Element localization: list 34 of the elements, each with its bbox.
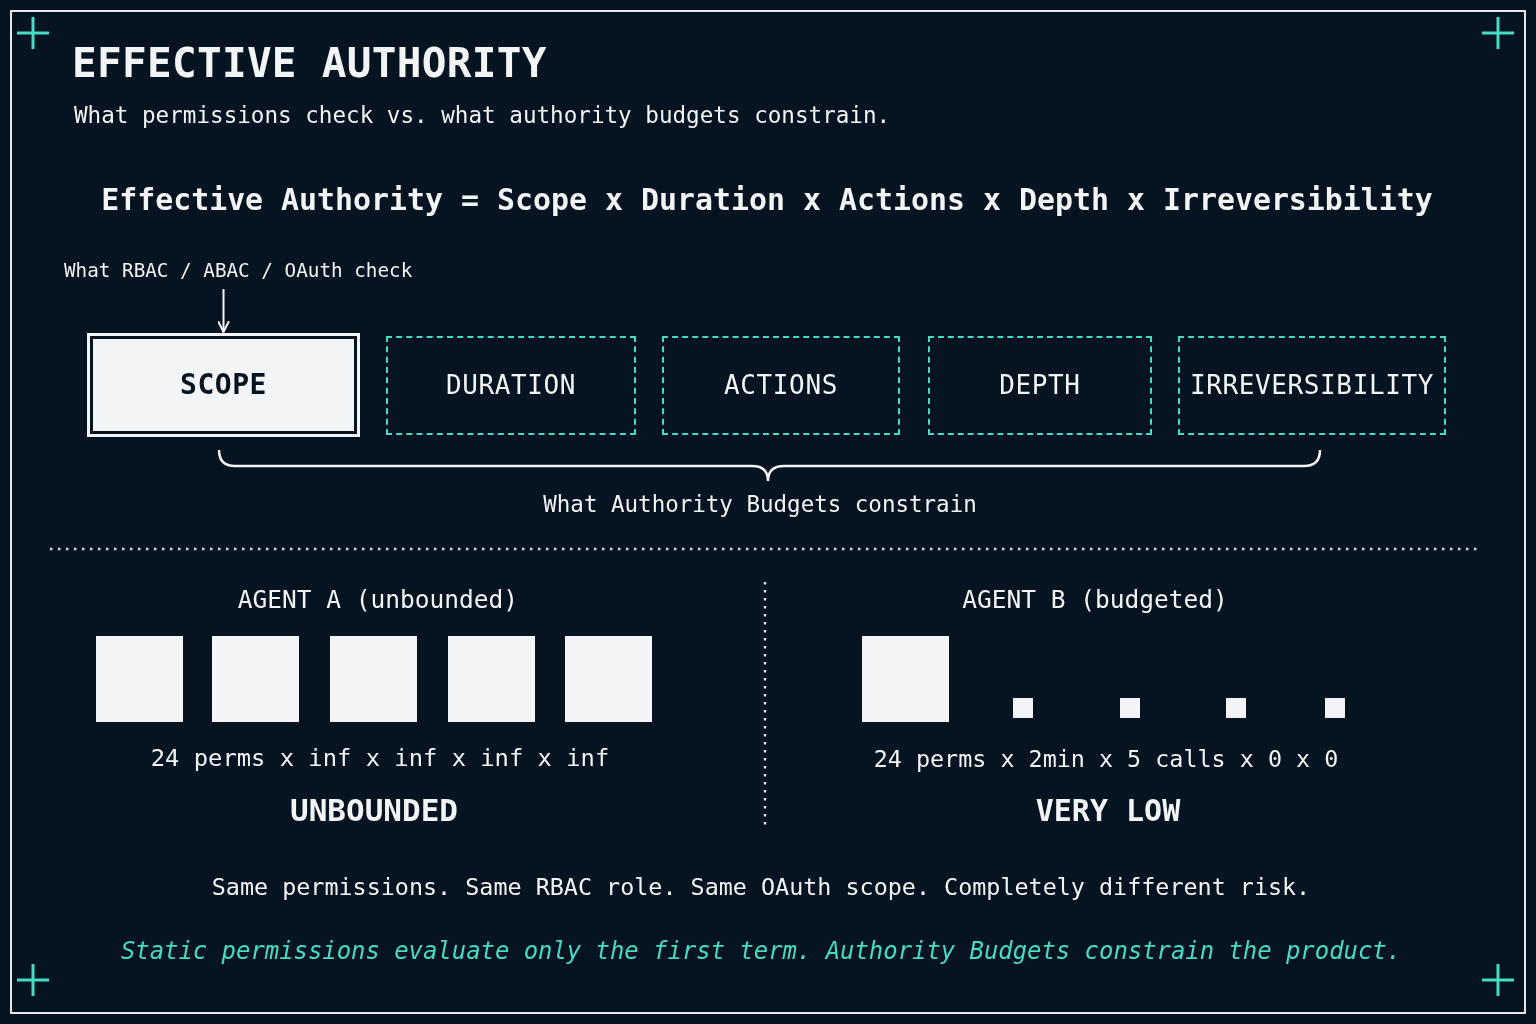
dashed-term-box bbox=[386, 336, 636, 435]
arrow bbox=[217, 288, 230, 333]
conclusion-text: Static permissions evaluate only the first term. Authority Budgets constrain the product. bbox=[120, 938, 1402, 966]
annotation-text: What RBAC / ABAC / OAuth check bbox=[64, 259, 413, 283]
highlighted-term-box bbox=[87, 333, 360, 437]
result-text: UNBOUNDED bbox=[290, 793, 458, 829]
subtitle: What permissions check vs. what authority budgets constrain. bbox=[74, 103, 891, 129]
dashed-term-box bbox=[662, 336, 900, 435]
title: EFFECTIVE AUTHORITY bbox=[72, 40, 547, 88]
calculation-text: 24 perms x 2min x 5 calls x 0 x 0 bbox=[873, 745, 1339, 773]
square-block bbox=[448, 636, 535, 722]
column-heading: AGENT B (budgeted) bbox=[962, 585, 1228, 615]
dashed-term-box bbox=[928, 336, 1152, 435]
square-block bbox=[1120, 698, 1140, 718]
term-label: DEPTH bbox=[999, 370, 1081, 401]
calculation-text: 24 perms x inf x inf x inf x inf bbox=[150, 745, 610, 773]
dashed-term-box bbox=[1178, 336, 1446, 435]
square-block bbox=[862, 636, 949, 722]
square-block bbox=[212, 636, 299, 722]
brace-caption: What Authority Budgets constrain bbox=[543, 492, 977, 518]
square-block bbox=[565, 636, 652, 722]
column-heading: AGENT A (unbounded) bbox=[237, 585, 519, 615]
square-block bbox=[1226, 698, 1246, 718]
term-label: ACTIONS bbox=[724, 370, 838, 401]
square-block bbox=[330, 636, 417, 722]
square-block bbox=[1325, 698, 1345, 718]
term-label: DURATION bbox=[446, 370, 576, 401]
square-block bbox=[1013, 698, 1033, 718]
square-block bbox=[96, 636, 183, 722]
term-label: SCOPE bbox=[180, 368, 267, 402]
summary-text: Same permissions. Same RBAC role. Same OAuth scope. Completely different risk. bbox=[211, 873, 1311, 901]
result-text: VERY LOW bbox=[1035, 793, 1181, 829]
term-label: IRREVERSIBILITY bbox=[1190, 370, 1434, 401]
formula-text: Effective Authority = Scope x Duration x Actions x Depth x Irreversibility bbox=[101, 182, 1433, 218]
